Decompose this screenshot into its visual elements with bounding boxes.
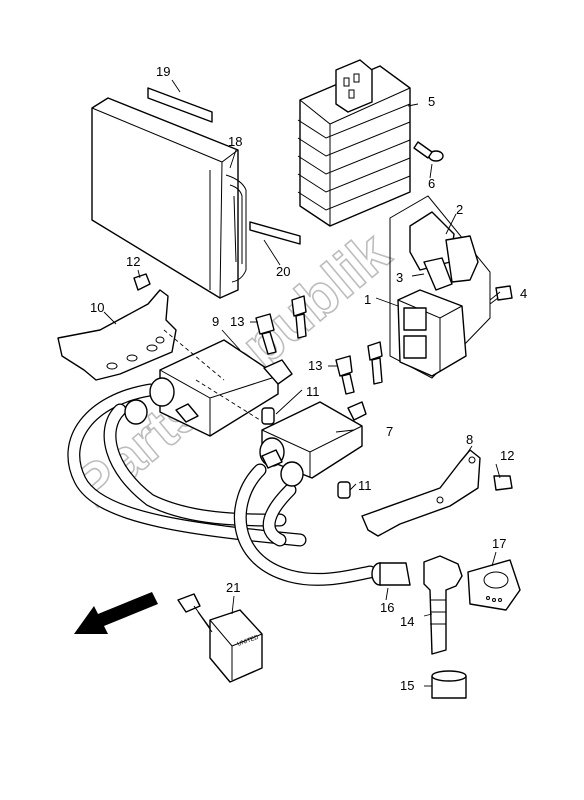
screw-6 bbox=[413, 141, 444, 162]
coil-cables bbox=[67, 383, 377, 586]
screw-4 bbox=[489, 285, 513, 305]
callout-12-upper: 12 bbox=[126, 254, 140, 269]
callout-10: 10 bbox=[90, 300, 104, 315]
callout-11-lower: 11 bbox=[358, 478, 372, 493]
callout-19: 19 bbox=[156, 64, 170, 79]
callout-13-lower: 13 bbox=[308, 358, 322, 373]
callout-11-upper: 11 bbox=[306, 384, 320, 399]
callout-14: 14 bbox=[400, 614, 414, 629]
starter-relay-group bbox=[389, 195, 491, 379]
bolt-13-upper bbox=[255, 313, 277, 355]
callout-18: 18 bbox=[228, 134, 242, 149]
callout-13-upper: 13 bbox=[230, 314, 244, 329]
callout-1: 1 bbox=[364, 292, 371, 307]
unit-21: UNITED bbox=[177, 593, 263, 683]
front-arrow-icon bbox=[74, 592, 158, 634]
callout-2: 2 bbox=[456, 202, 463, 217]
callout-6: 6 bbox=[428, 176, 435, 191]
callout-9: 9 bbox=[212, 314, 219, 329]
bracket-10 bbox=[57, 289, 177, 381]
bolt-13-lower bbox=[335, 355, 355, 395]
callout-7: 7 bbox=[386, 424, 393, 439]
plug-cap-16 bbox=[371, 562, 411, 586]
bracket-8 bbox=[361, 449, 481, 537]
spacer-11-upper bbox=[261, 407, 275, 425]
plug-boot-14 bbox=[423, 555, 463, 655]
callout-3: 3 bbox=[396, 270, 403, 285]
ignition-coil-7 bbox=[259, 401, 367, 487]
screw-12-upper bbox=[133, 273, 151, 291]
callout-5: 5 bbox=[428, 94, 435, 109]
bolt-extra-1 bbox=[291, 295, 307, 339]
regulator-rectifier-5 bbox=[297, 59, 411, 227]
callout-17: 17 bbox=[492, 536, 506, 551]
ecm-unit-18 bbox=[91, 97, 301, 299]
callout-4: 4 bbox=[520, 286, 527, 301]
callout-16: 16 bbox=[380, 600, 394, 615]
grommet-17 bbox=[467, 559, 521, 611]
callout-numbers: 1 2 3 4 5 6 7 8 9 10 11 11 12 12 13 13 1… bbox=[90, 64, 527, 693]
label-strip-19 bbox=[147, 87, 213, 123]
callout-15: 15 bbox=[400, 678, 414, 693]
screw-12-right bbox=[493, 475, 513, 491]
spacer-11-lower bbox=[337, 481, 351, 499]
leader-lines bbox=[103, 79, 501, 687]
bolt-extra-2 bbox=[367, 341, 383, 385]
ignition-coil-9 bbox=[124, 329, 293, 437]
callout-21: 21 bbox=[226, 580, 240, 595]
callout-20: 20 bbox=[276, 264, 290, 279]
callout-12-right: 12 bbox=[500, 448, 514, 463]
ring-15 bbox=[431, 670, 467, 699]
callout-8: 8 bbox=[466, 432, 473, 447]
